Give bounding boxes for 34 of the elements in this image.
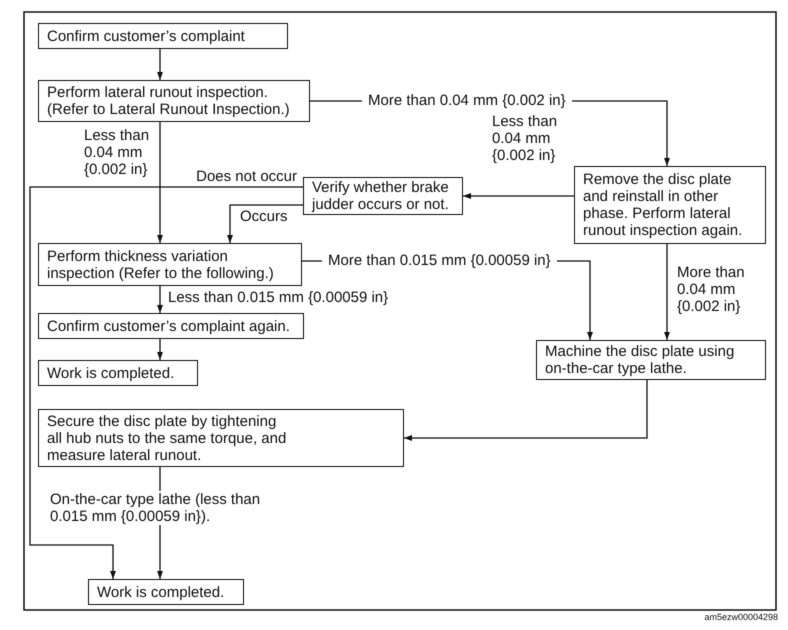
step-text: Secure the disc plate by tightening all hub nuts to the same torque, and measure lateral runout. [47, 412, 288, 464]
figure-id: am5ezw00004298 [704, 612, 778, 622]
process-box [38, 243, 302, 286]
flow-arrow [227, 204, 303, 243]
flow-arrow [463, 193, 574, 199]
flow-arrow [404, 380, 648, 441]
process-box [88, 579, 244, 605]
process-box [38, 80, 310, 122]
condition-label: More than 0.015 mm {0.00059 in} [322, 252, 557, 269]
condition-label: Less than 0.015 mm {0.00059 in} [168, 289, 388, 306]
step-text: Perform thickness variation inspection (Refer to the following.) [47, 248, 275, 282]
step-text: Remove the disc plate and reinstall in other phase. Perform lateral runout inspection again. [583, 171, 744, 239]
step-text: Perform lateral runout inspection. (Refer to Lateral Runout Inspection.) [47, 84, 291, 118]
flow-arrow [157, 339, 163, 360]
process-box [38, 313, 304, 339]
process-box [536, 340, 766, 380]
flow-arrow [29, 186, 303, 579]
step-text: Work is completed. [97, 584, 224, 600]
process-box [38, 409, 404, 467]
flow-arrow [664, 244, 670, 340]
step-text: Confirm customer’s complaint again. [47, 318, 290, 334]
condition-label: More than 0.04 mm {0.002 in} [677, 264, 747, 315]
flow-arrow [157, 286, 163, 313]
step-text: Confirm customer’s complaint [47, 28, 245, 44]
flow-arrow [157, 122, 163, 243]
condition-label: More than 0.04 mm {0.002 in} [362, 92, 572, 109]
step-text: Work is completed. [47, 364, 174, 382]
process-box [38, 360, 198, 386]
process-box [303, 177, 463, 215]
process-box [38, 23, 288, 49]
step-text: Machine the disc plate using on-the-car type lathe. [545, 343, 736, 377]
process-box [574, 166, 766, 244]
flow-arrow [157, 49, 163, 80]
step-text: Verify whether brake judder occurs or not. [312, 179, 450, 213]
